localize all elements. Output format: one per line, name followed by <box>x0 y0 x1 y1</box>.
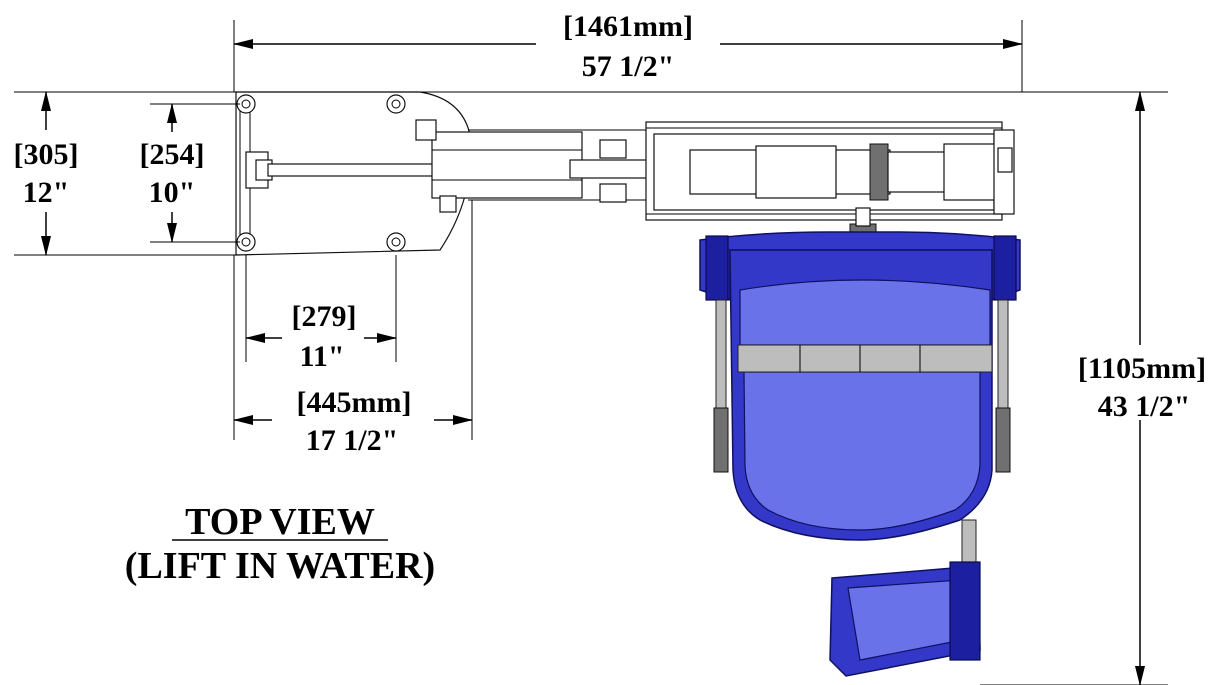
overall-depth-imperial: 43 1/2" <box>1098 390 1191 423</box>
lift-drawing <box>235 91 1021 677</box>
bolt-length-metric: [279] <box>292 300 357 333</box>
base-length-metric: [445mm] <box>297 386 412 419</box>
actuator-frame <box>645 121 1015 221</box>
dim-overall-width: [1461mm] 57 1/2" <box>233 10 1023 92</box>
dim-overall-depth: [1105mm] 43 1/2" <box>980 91 1206 685</box>
base-length-imperial: 17 1/2" <box>306 424 399 457</box>
base-width-imperial: 12" <box>23 176 70 209</box>
dim-base-plate-width: [305] 12" <box>14 91 1168 256</box>
dim-bolt-spacing-width: [254] 10" <box>140 103 240 243</box>
seat-cushion <box>743 371 981 531</box>
dim-bolt-spacing-length: [279] 11" <box>245 255 397 373</box>
bolt-width-metric: [254] <box>140 138 205 171</box>
mounting-bolts <box>236 94 406 252</box>
overall-width-imperial: 57 1/2" <box>582 50 675 83</box>
view-title-line1: TOP VIEW <box>185 501 375 543</box>
base-width-metric: [305] <box>14 138 79 171</box>
view-title: TOP VIEW (LIFT IN WATER) <box>125 501 435 587</box>
overall-width-metric: [1461mm] <box>563 10 693 43</box>
overall-depth-metric: [1105mm] <box>1078 352 1206 385</box>
seat-assembly <box>699 231 1021 541</box>
footrest <box>829 519 981 677</box>
lift-arm <box>415 119 651 213</box>
dim-base-length: [445mm] 17 1/2" <box>233 200 473 457</box>
view-title-line2: (LIFT IN WATER) <box>125 545 435 587</box>
pivot-rod <box>267 163 439 177</box>
bolt-length-imperial: 11" <box>300 340 345 373</box>
bolt-width-imperial: 10" <box>149 176 196 209</box>
